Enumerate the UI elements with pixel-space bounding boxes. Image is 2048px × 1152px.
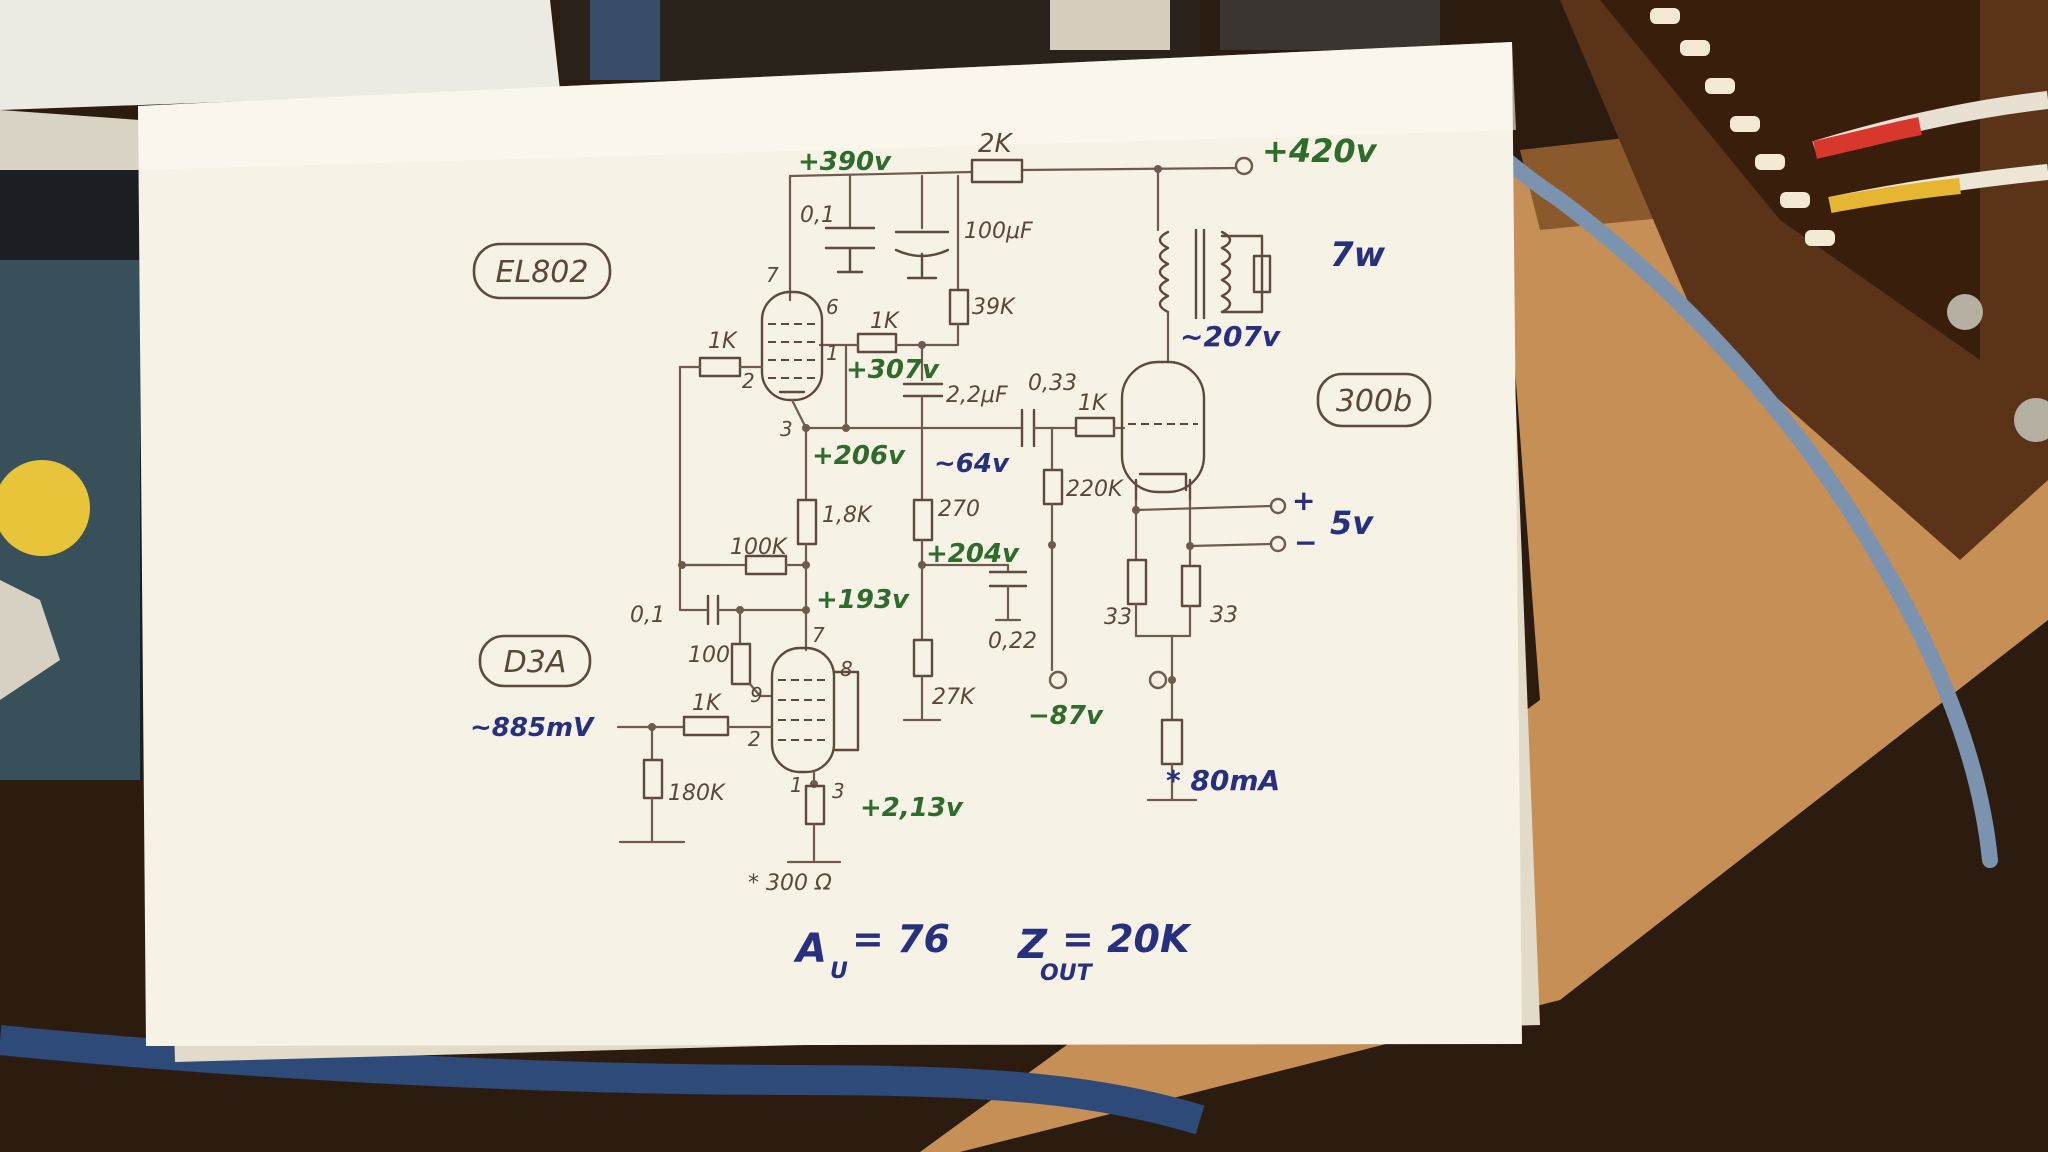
node-fil-minus	[1269, 535, 1287, 553]
label-v-64: ~64v	[934, 449, 1010, 479]
label-r-2k: 2K	[978, 129, 1014, 159]
label-v-390: +390v	[798, 147, 892, 177]
label-300b: 300b	[1336, 384, 1412, 419]
voltage-labels: +390v +420v +307v +206v +204v +193v +2,1…	[798, 132, 1378, 823]
pin-numbers: 7 6 1 2 3 7 8 9 2 1 3	[742, 263, 853, 803]
label-v-neg87: −87v	[1028, 701, 1104, 731]
label-r-39k: 39K	[972, 295, 1016, 320]
node-cathode-300b	[1148, 670, 1168, 690]
pin-1a: 1	[826, 341, 839, 365]
output-transformer	[1156, 167, 1272, 364]
capacitor-0-1	[824, 226, 876, 274]
pin-3a: 3	[780, 417, 793, 441]
label-r-1k-screen: 1K	[870, 309, 900, 334]
label-fil-minus: −	[1294, 526, 1317, 559]
label-c-100uf: 100μF	[964, 219, 1033, 244]
label-c-033: 0,33	[1028, 371, 1077, 396]
zout-subscript: OUT	[1040, 961, 1094, 986]
gain-value: = 76	[852, 917, 950, 961]
pin-1b: 1	[790, 773, 803, 797]
label-v-input: ~885mV	[470, 713, 595, 743]
label-v-420: +420v	[1262, 132, 1378, 170]
label-r-18k: 1,8K	[822, 503, 873, 528]
tube-name-boxes: EL802 D3A 300b	[472, 242, 1432, 688]
signal-labels: ~64v ~885mV 7w ~207v + − 5v * 80mA	[470, 235, 1386, 797]
gain-subscript: U	[830, 959, 848, 984]
label-c-01-fb: 0,1	[630, 603, 665, 628]
capacitor-100uf	[894, 230, 950, 280]
label-fil-5v: 5v	[1330, 504, 1374, 542]
component-labels: 2K 0,1 100μF 39K 1K 1K 2,2μF 0,33 1K 220…	[630, 129, 1238, 896]
zout-symbol: Z	[1016, 922, 1048, 968]
label-r-220k: 220K	[1066, 477, 1124, 502]
label-out-power: 7w	[1330, 235, 1386, 275]
resistor-1k-screen	[856, 332, 898, 354]
label-d3a: D3A	[504, 645, 567, 680]
label-r-33b: 33	[1210, 603, 1238, 628]
pin-3b: 3	[832, 779, 845, 803]
label-r-100: 100	[688, 643, 730, 668]
label-r-100k: 100K	[730, 535, 788, 560]
label-v-206: +206v	[812, 441, 906, 471]
node-420v-terminal	[1234, 156, 1254, 176]
node-neg87v	[1048, 670, 1068, 690]
label-i-80ma: * 80mA	[1166, 764, 1280, 797]
pin-9: 9	[750, 683, 763, 707]
label-c-22uf: 2,2μF	[946, 383, 1008, 408]
resistor-100	[730, 642, 752, 686]
label-r-270: 270	[938, 497, 980, 522]
gain-symbol: A	[793, 926, 827, 972]
pin-8: 8	[840, 657, 853, 681]
circuit-wiring	[616, 156, 1287, 864]
label-r-27k: 27K	[932, 685, 976, 710]
label-v-193: +193v	[816, 585, 910, 615]
paper-sheet	[138, 42, 1540, 1062]
label-v-213: +2,13v	[860, 793, 964, 823]
label-v-204: +204v	[926, 539, 1020, 569]
resistor-2k	[970, 158, 1024, 184]
tube-d3a	[770, 646, 860, 774]
label-fil-plus: +	[1292, 484, 1315, 517]
label-el802: EL802	[496, 255, 589, 290]
pin-2b: 2	[748, 727, 761, 751]
node-fil-plus	[1269, 497, 1287, 515]
zout-value: = 20K	[1062, 917, 1192, 961]
summary-formulas: A U = 76 Z OUT = 20K	[793, 917, 1192, 986]
pin-2a: 2	[742, 369, 755, 393]
pin-6: 6	[826, 295, 839, 319]
tube-300b	[1120, 360, 1206, 502]
led-row	[1650, 8, 1835, 246]
label-r-1k-grid-300b: 1K	[1078, 391, 1108, 416]
pin-7a: 7	[766, 263, 779, 287]
label-c-01: 0,1	[800, 203, 835, 228]
label-r-300: * 300 Ω	[748, 871, 832, 896]
label-r-33a: 33	[1104, 605, 1132, 630]
label-r-180k: 180K	[668, 781, 726, 806]
label-v-207: ~207v	[1180, 320, 1281, 353]
pin-7b: 7	[812, 623, 825, 647]
label-r-1k-grid-el802: 1K	[708, 329, 738, 354]
label-r-1k-input: 1K	[692, 691, 722, 716]
label-v-307: +307v	[846, 355, 940, 385]
label-c-022: 0,22	[988, 629, 1037, 654]
